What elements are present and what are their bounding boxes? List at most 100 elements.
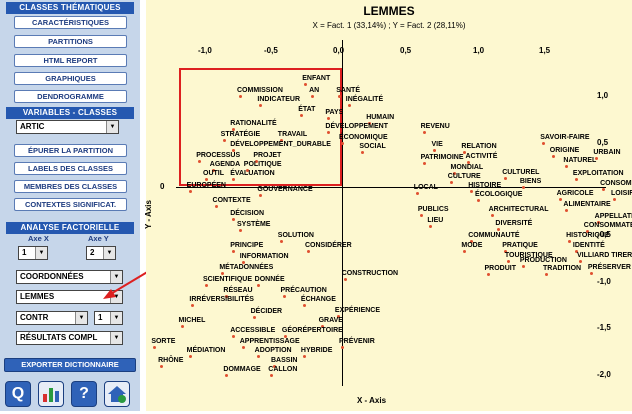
epurer-partition-button[interactable]: ÉPURER LA PARTITION xyxy=(14,144,127,157)
data-point-label: RATIONALITÉ xyxy=(230,119,277,127)
data-point-label: EUROPÉEN xyxy=(186,181,226,189)
data-point-label: SOCIAL xyxy=(359,143,386,151)
data-point-marker xyxy=(283,334,287,338)
data-point-marker xyxy=(477,199,480,203)
data-point-label: CONTEXTE xyxy=(212,196,251,204)
data-point-label: ÉVALUATION xyxy=(230,170,275,178)
data-point-label: MICHEL xyxy=(178,317,206,325)
contr-select[interactable]: CONTR ▼ xyxy=(16,311,88,325)
data-point-marker xyxy=(198,159,202,163)
labels-classes-button[interactable]: LABELS DES CLASSES xyxy=(14,162,127,175)
help-icon[interactable]: ? xyxy=(71,381,97,407)
data-point-label: DÉVELOPPEMENT xyxy=(325,122,389,130)
data-point-label: INFORMATION xyxy=(239,253,289,261)
coordonnees-select[interactable]: COORDONNÉES ▼ xyxy=(16,270,123,284)
data-point-marker xyxy=(452,171,456,175)
axe-y-label: Axe Y xyxy=(88,234,109,243)
x-tick-label: 1,5 xyxy=(539,46,551,55)
data-point-marker xyxy=(419,214,423,218)
data-point-label: HYBRIDE xyxy=(300,347,333,355)
data-point-marker xyxy=(327,117,331,121)
factorial-plot: LEMMES X = Fact. 1 (33,14%) ; Y = Fact. … xyxy=(143,0,632,411)
data-point-label: IRRÉVERSIBILITÉS xyxy=(189,296,254,304)
data-point-marker xyxy=(256,283,260,287)
chevron-down-icon: ▼ xyxy=(103,247,115,259)
data-point-marker xyxy=(239,94,242,98)
membres-classes-button[interactable]: MEMBRES DES CLASSES xyxy=(14,180,127,193)
data-point-label: MÉDIATION xyxy=(186,347,226,355)
exporter-dictionnaire-button[interactable]: EXPORTER DICTIONNAIRE xyxy=(4,358,136,372)
data-point-marker xyxy=(300,113,304,117)
data-point-marker xyxy=(415,191,419,195)
html-report-button[interactable]: HTML REPORT xyxy=(14,54,127,67)
contr-number-select[interactable]: 1 ▼ xyxy=(94,311,123,325)
data-point-marker xyxy=(463,249,467,253)
axe-x-select[interactable]: 1 ▼ xyxy=(18,246,48,260)
data-point-label: PRINCIPE xyxy=(230,241,264,249)
axe-y-value: 2 xyxy=(90,248,95,257)
section-header-variables: VARIABLES - CLASSES xyxy=(6,107,134,119)
data-point-marker xyxy=(574,177,578,181)
data-point-marker xyxy=(255,159,259,163)
data-point-marker xyxy=(239,229,242,233)
x-tick-label: -0,5 xyxy=(264,46,278,55)
x-axis-line xyxy=(176,187,606,188)
x-tick-label: -1,0 xyxy=(198,46,212,55)
data-point-label: CULTUREL xyxy=(502,168,540,176)
data-point-marker xyxy=(595,156,599,160)
data-point-label: CONSOMMATEUR xyxy=(583,222,632,230)
resultats-select[interactable]: RÉSULTATS COMPL ▼ xyxy=(16,331,123,345)
data-point-label: IDENTITÉ xyxy=(572,241,605,249)
data-point-label: PROCESSUS xyxy=(196,151,241,159)
axe-x-label: Axe X xyxy=(28,234,49,243)
data-point-label: ENFANT xyxy=(302,74,331,82)
data-point-marker xyxy=(347,104,351,108)
data-point-marker xyxy=(232,149,236,153)
lemmes-select[interactable]: LEMMES ▼ xyxy=(16,290,123,304)
data-point-label: GOUVERNANCE xyxy=(257,186,313,194)
data-point-marker xyxy=(589,272,593,276)
caracteristiques-button[interactable]: CARACTÉRISTIQUES xyxy=(14,16,127,29)
contr-value: CONTR xyxy=(20,313,49,322)
data-point-label: RELATION xyxy=(461,143,497,151)
data-point-marker xyxy=(282,295,286,299)
bar-chart-icon[interactable] xyxy=(38,381,64,407)
data-point-marker xyxy=(302,304,306,308)
data-point-label: COMMISSION xyxy=(237,86,283,94)
data-point-marker xyxy=(336,314,340,318)
axe-y-select[interactable]: 2 ▼ xyxy=(86,246,116,260)
data-point-label: PRATIQUE xyxy=(502,241,538,249)
query-icon[interactable]: Q xyxy=(5,381,31,407)
partitions-button[interactable]: PARTITIONS xyxy=(14,35,127,48)
variable-select[interactable]: ARTIC ▼ xyxy=(16,120,119,134)
section-header-classes: CLASSES THÉMATIQUES xyxy=(6,2,134,14)
data-point-label: ARCHITECTURAL xyxy=(488,206,549,214)
data-point-label: PRODUCTION xyxy=(519,256,567,264)
data-point-marker xyxy=(302,355,306,359)
data-point-label: HISTOIRE xyxy=(468,181,502,189)
data-point-marker xyxy=(225,295,229,299)
y-tick-label: 0,5 xyxy=(597,138,609,147)
data-point-label: REVENU xyxy=(420,122,450,130)
data-point-label: EXPLOITATION xyxy=(572,169,624,177)
data-point-marker xyxy=(180,325,184,329)
home-icon[interactable] xyxy=(104,381,130,407)
y-axis-label: Y - Axis xyxy=(143,200,153,229)
data-point-marker xyxy=(368,122,372,126)
graphiques-button[interactable]: GRAPHIQUES xyxy=(14,72,127,85)
data-point-marker xyxy=(225,374,229,377)
contextes-significatifs-button[interactable]: CONTEXTES SIGNIFICAT. xyxy=(14,198,127,211)
y-tick-label: -1,0 xyxy=(597,277,611,286)
data-point-marker xyxy=(470,239,474,243)
data-point-marker xyxy=(221,272,225,276)
data-point-marker xyxy=(241,345,245,349)
data-point-marker xyxy=(245,169,249,173)
data-point-marker xyxy=(327,130,331,134)
data-point-marker xyxy=(259,104,263,108)
data-point-marker xyxy=(320,325,324,329)
data-point-marker xyxy=(433,149,437,153)
data-point-marker xyxy=(486,273,490,277)
dendrogramme-button[interactable]: DENDROGRAMME xyxy=(14,90,127,103)
data-point-label: CONSOMMATION xyxy=(600,179,632,187)
chevron-down-icon: ▼ xyxy=(106,121,118,133)
